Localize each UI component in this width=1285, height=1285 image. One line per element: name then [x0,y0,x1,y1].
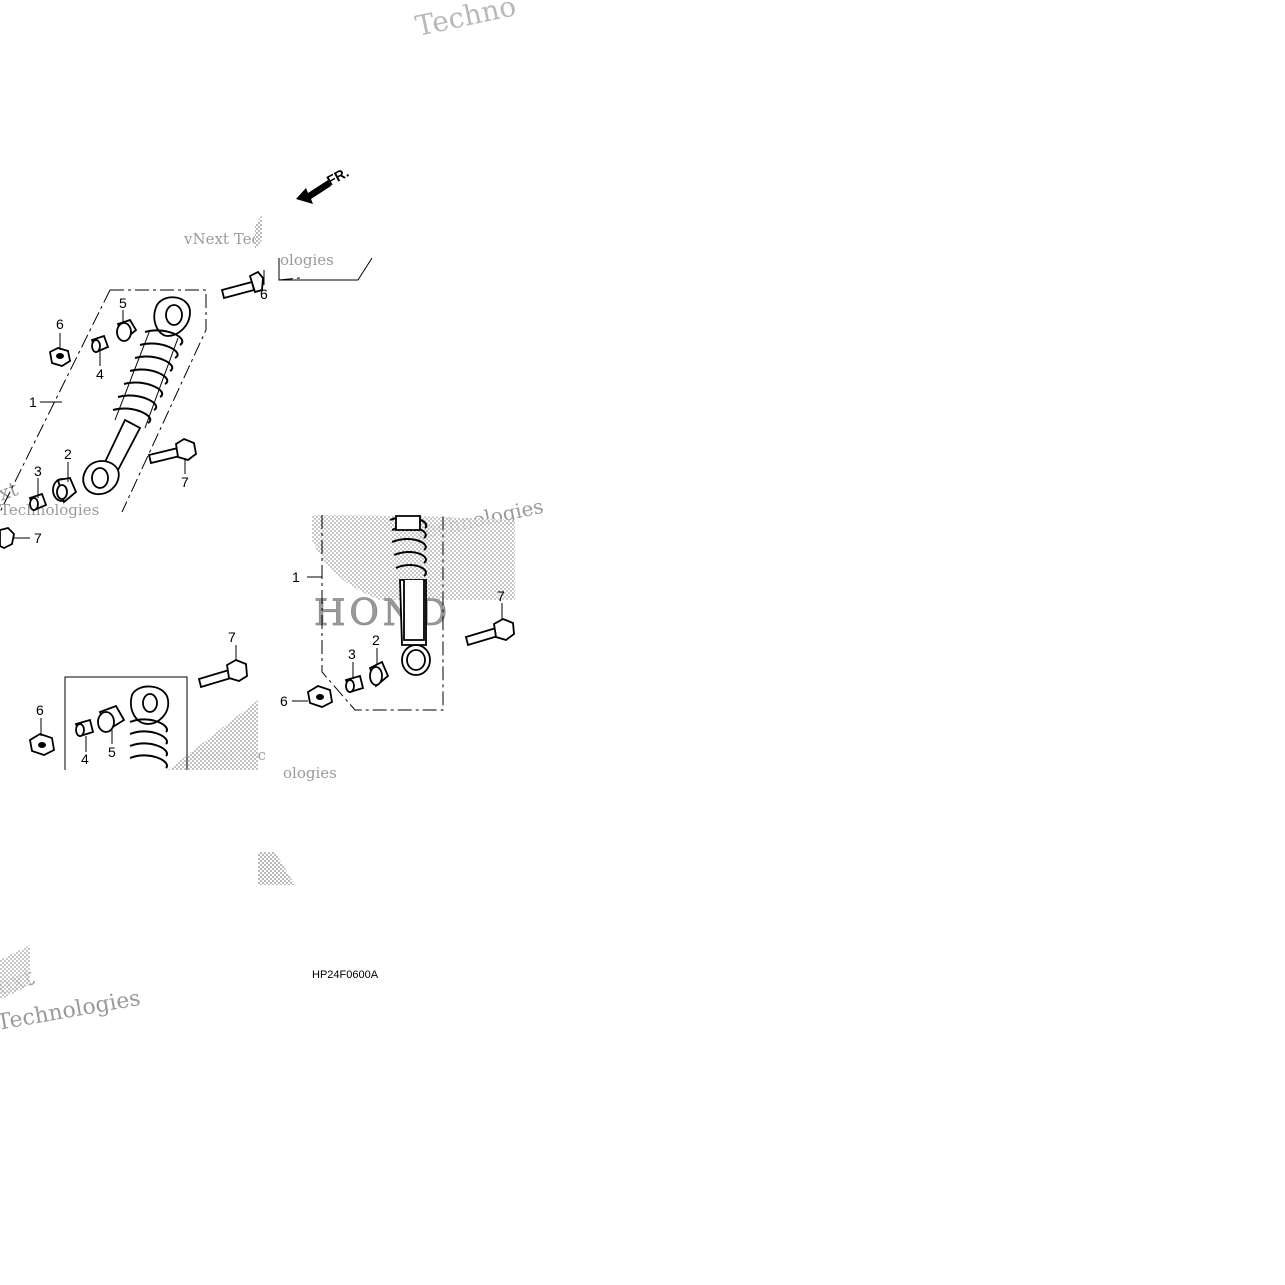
callout-number: 5 [108,744,116,760]
watermark-pattern [0,945,30,1000]
watermark-text: ologies [283,764,337,782]
callout-number: 3 [34,463,42,479]
part-5-bushing-lower [97,704,126,733]
watermark-text: vNext Tec [183,230,260,248]
callout-number: 1 [29,394,37,410]
part-7-bolt-lower [197,659,248,689]
callout-number: 2 [64,446,72,462]
part-4-collar-lower [74,718,95,738]
callout-number: 6 [56,316,64,332]
callout-number: 6 [36,702,44,718]
callout-number: 6 [260,286,268,302]
watermark-text: Techno [413,0,519,43]
callout-number: 4 [96,366,104,382]
callout-number: 7 [497,588,505,604]
top-panel: 6 5 4 1 3 2 7 6 [0,270,268,513]
front-direction-arrow: FR. [296,164,351,204]
inset-frame [278,277,301,281]
shock-absorber-lower [129,685,170,769]
right-panel: 1 7 2 3 6 [280,515,515,711]
callout-number: 7 [181,474,189,490]
part-3-collar-right [344,674,365,694]
part-4-collar [90,334,110,354]
part-7-bolt [147,437,197,465]
callout-number: 2 [372,632,380,648]
part-3-collar [28,492,48,512]
part-5-bushing [116,318,138,342]
part-6-nut-lower [29,733,55,756]
callout-number: 7 [34,530,42,546]
callout-number: 4 [81,751,89,767]
diagram-code: HP24F0600A [312,969,379,981]
shock-absorber-right [389,515,431,676]
watermark-pattern [312,515,515,600]
part-2-bushing-right [368,660,390,688]
callout-number: 6 [280,693,288,709]
part-6-nut-right [307,685,333,708]
watermark-logo-text: HOND [314,593,451,634]
inset-frame [278,257,373,281]
callout-number: 1 [292,569,300,585]
part-6-nut [48,347,72,367]
shock-absorber-top [82,296,191,495]
part-7-bolt-right [464,618,515,647]
watermark-text: ologies [280,251,334,269]
lower-left-panel: 7 6 4 5 [29,629,248,770]
part-6-bolt-top [220,270,264,300]
part-2-bushing [52,476,78,504]
stray-callout: 7 [0,527,42,550]
callout-number: 3 [348,646,356,662]
callout-number: 5 [119,295,127,311]
watermark-pattern [168,700,258,770]
callout-number: 7 [228,629,236,645]
watermark-pattern [255,215,262,250]
watermark-text: Technologies [0,501,99,519]
watermark-pattern [258,852,295,885]
